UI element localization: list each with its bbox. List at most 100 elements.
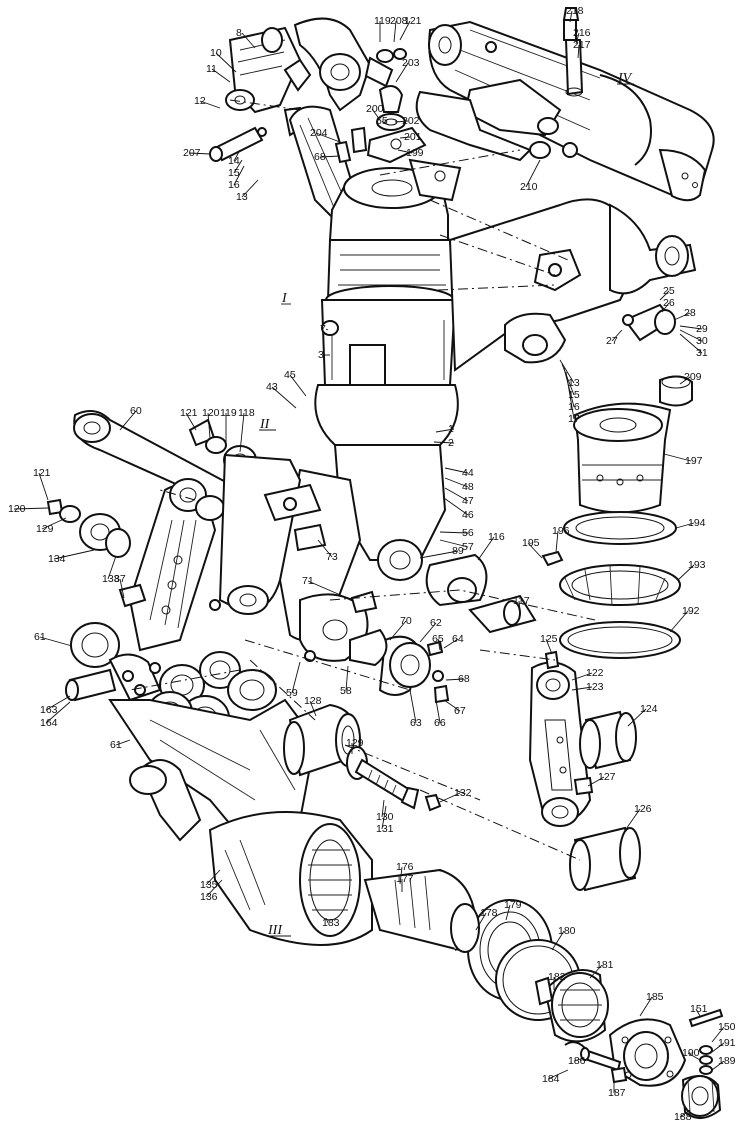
- leader-line: [315, 132, 341, 143]
- part-number-label: 62: [430, 617, 442, 629]
- assembly-iii-trailing-arm: [108, 651, 373, 946]
- part-number-label: 15: [228, 167, 240, 179]
- right-upper-arm: [448, 198, 697, 372]
- leader-line: [45, 701, 71, 724]
- leader-line: [569, 10, 573, 23]
- leader-line: [317, 539, 333, 558]
- leader-line: [205, 869, 221, 886]
- part-number-label: 186: [568, 1055, 586, 1067]
- part-number-label: 66: [434, 717, 446, 729]
- part-number-label: 45: [284, 369, 296, 381]
- part-number-label: 177: [396, 873, 414, 885]
- leader-line: [627, 708, 647, 727]
- leader-line: [444, 487, 469, 502]
- center-lines: [129, 99, 596, 861]
- part-number-label: 73: [326, 551, 338, 563]
- leader-line: [389, 620, 407, 641]
- part-number-label: 68: [314, 151, 326, 163]
- part-number-label: 151: [690, 1003, 708, 1015]
- part-number-label: 118: [238, 407, 255, 419]
- leader-line: [639, 996, 653, 1017]
- leader-line: [669, 610, 689, 633]
- leader-line: [475, 912, 487, 931]
- part-number-label: 64: [452, 633, 464, 645]
- leader-line: [291, 661, 301, 694]
- part-number-label: 12: [194, 95, 206, 107]
- upper-bracket-group: [209, 26, 312, 162]
- leader-line: [443, 638, 459, 649]
- leader-line: [589, 964, 603, 979]
- leader-line: [115, 739, 131, 746]
- part-number-label: 71: [302, 575, 314, 587]
- leader-line: [41, 517, 67, 530]
- leader-line: [661, 302, 670, 313]
- leader-line: [444, 467, 469, 474]
- part-number-label: 44: [462, 467, 474, 479]
- leader-line: [409, 689, 417, 724]
- leader-line: [673, 312, 691, 321]
- part-number-label: 136: [200, 891, 218, 903]
- leader-line: [395, 62, 409, 83]
- leader-line: [45, 695, 71, 711]
- part-number-label: 13: [236, 191, 248, 203]
- part-number-label: 217: [573, 39, 591, 51]
- part-number-label: 121: [180, 407, 198, 419]
- right-link-group: [528, 650, 641, 892]
- part-number-label: 121: [33, 467, 51, 479]
- part-number-label: 123: [586, 681, 604, 693]
- part-number-label: 189: [718, 1055, 736, 1067]
- assembly-roman-label: III: [267, 923, 283, 938]
- leader-line: [397, 149, 413, 154]
- part-number-label: 25: [663, 285, 675, 297]
- part-number-label: 17: [568, 413, 580, 425]
- part-number-label: 16: [228, 179, 240, 191]
- part-number-label: 46: [462, 509, 474, 521]
- part-number-label: 134: [48, 553, 66, 565]
- part-number-label: 1: [448, 423, 454, 435]
- leader-line: [435, 428, 455, 433]
- leader-line: [505, 904, 511, 921]
- leader-line: [319, 155, 341, 158]
- axle-and-hub-group: [283, 703, 724, 1119]
- leader-line: [711, 1042, 725, 1053]
- leader-line: [439, 539, 469, 548]
- left-a-frame-group: [46, 410, 327, 702]
- part-number-label: 13: [568, 377, 580, 389]
- leader-line: [381, 805, 387, 830]
- leader-line: [325, 328, 329, 331]
- part-number-label: 14: [228, 155, 240, 167]
- part-number-label: 207: [183, 147, 201, 159]
- leader-line: [233, 149, 241, 162]
- part-number-label: 199: [406, 147, 424, 159]
- part-number-label: 119: [374, 15, 391, 27]
- part-number-label: 164: [40, 717, 58, 729]
- leader-line: [13, 507, 49, 510]
- leader-line: [241, 32, 256, 49]
- part-number-label: 197: [685, 455, 703, 467]
- leader-line: [207, 412, 211, 439]
- part-number-label: 163: [40, 704, 58, 716]
- part-number-label: 31: [696, 347, 708, 359]
- part-number-label: 27: [606, 335, 618, 347]
- part-number-label: 190: [682, 1047, 700, 1059]
- leader-line: [419, 550, 459, 559]
- leader-line: [623, 808, 641, 833]
- part-number-label: 135: [200, 879, 218, 891]
- part-number-label: 11: [206, 63, 217, 75]
- leader-line: [199, 100, 221, 109]
- leader-line: [443, 699, 461, 712]
- leader-line: [381, 799, 385, 818]
- leader-line: [679, 376, 691, 385]
- leader-line: [575, 32, 580, 45]
- leader-line: [679, 333, 703, 354]
- part-number-label: 119: [220, 407, 237, 419]
- leader-line: [677, 564, 695, 581]
- leader-line: [39, 636, 73, 647]
- leader-line: [399, 20, 411, 41]
- part-number-label: 194: [688, 517, 706, 529]
- leader-line: [205, 879, 223, 898]
- leader-line: [119, 410, 137, 431]
- leader-line: [571, 672, 593, 681]
